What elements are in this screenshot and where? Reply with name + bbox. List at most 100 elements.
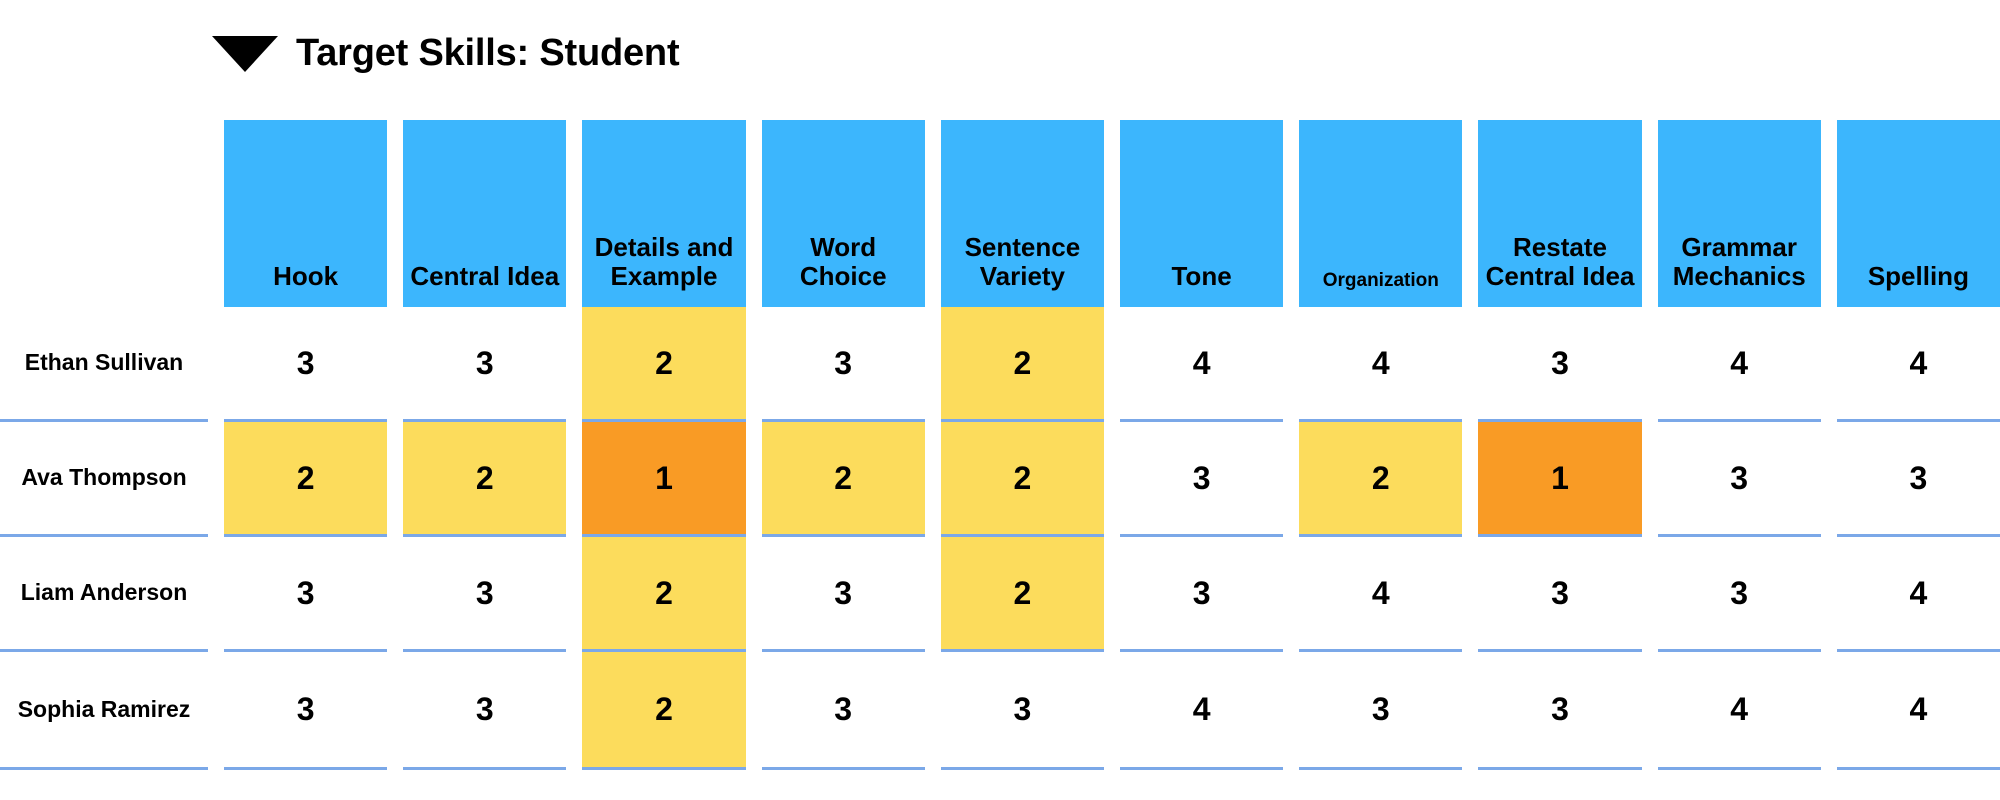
score-value: 3 [1909, 459, 1928, 496]
score-value: 3 [296, 574, 315, 611]
score-cell[interactable]: 3 [1478, 307, 1642, 422]
score-value: 2 [834, 459, 853, 496]
student-name-label: Liam Anderson [20, 579, 188, 606]
student-name-label: Sophia Ramirez [17, 695, 191, 722]
score-value: 4 [1371, 574, 1390, 611]
score-cell[interactable]: 3 [1657, 537, 1821, 652]
score-value: 4 [1371, 344, 1390, 381]
score-cell[interactable]: 3 [224, 652, 388, 770]
score-cell[interactable]: 4 [1836, 307, 2000, 422]
student-name-cell[interactable]: Liam Anderson [0, 537, 208, 652]
score-cell[interactable]: 2 [940, 537, 1104, 652]
score-value: 2 [655, 344, 673, 381]
column-header-sentence-variety[interactable]: Sentence Variety [940, 120, 1104, 307]
score-value: 3 [1730, 459, 1749, 496]
score-cell[interactable]: 2 [761, 422, 925, 537]
score-cell[interactable]: 2 [940, 307, 1104, 422]
score-value: 2 [296, 459, 315, 496]
column-header-restate-central-idea[interactable]: Restate Central Idea [1478, 120, 1642, 307]
score-cell[interactable]: 2 [1299, 422, 1463, 537]
score-cell[interactable]: 1 [582, 422, 746, 537]
column-header-label: Details and Example [594, 231, 734, 291]
column-header-label: Grammar Mechanics [1672, 231, 1806, 291]
column-header-details-and-example[interactable]: Details and Example [582, 120, 746, 307]
score-cell[interactable]: 3 [1119, 537, 1284, 652]
caret-down-icon[interactable] [212, 35, 278, 72]
score-cell[interactable]: 3 [761, 307, 925, 422]
score-cell[interactable]: 3 [403, 537, 567, 652]
score-cell[interactable]: 3 [403, 307, 567, 422]
score-cell[interactable]: 3 [224, 537, 388, 652]
score-value: 4 [1730, 344, 1749, 381]
score-cell[interactable]: 2 [582, 307, 746, 422]
score-value: 3 [1192, 574, 1211, 611]
score-cell[interactable]: 4 [1119, 652, 1284, 770]
score-cell[interactable]: 3 [1478, 537, 1642, 652]
student-name-cell[interactable]: Ethan Sullivan [0, 307, 208, 422]
score-cell[interactable]: 2 [403, 422, 567, 537]
student-name-label: Ava Thompson [21, 464, 187, 491]
score-value: 4 [1909, 691, 1928, 727]
score-value: 3 [475, 691, 494, 727]
score-value: 3 [834, 344, 853, 381]
score-cell[interactable]: 2 [582, 652, 746, 770]
score-cell[interactable]: 3 [1478, 652, 1642, 770]
column-header-label: Sentence Variety [964, 231, 1081, 291]
column-header-label: Tone [1171, 260, 1232, 291]
column-header-organization[interactable]: Organization [1299, 120, 1463, 307]
score-cell[interactable]: 4 [1836, 652, 2000, 770]
score-value: 3 [1013, 691, 1032, 727]
score-cell[interactable]: 4 [1299, 537, 1463, 652]
column-header-label: Word Choice [799, 231, 887, 291]
score-cell[interactable]: 3 [1119, 422, 1284, 537]
column-header-label: Organization [1322, 269, 1439, 291]
section-header: Target Skills: Student [212, 32, 680, 75]
score-cell[interactable]: 4 [1657, 652, 1821, 770]
student-name-cell[interactable]: Sophia Ramirez [0, 652, 208, 770]
score-cell[interactable]: 3 [761, 537, 925, 652]
score-cell[interactable]: 4 [1836, 537, 2000, 652]
score-value: 2 [1371, 459, 1390, 496]
score-value: 3 [296, 691, 315, 727]
column-header-label: Hook [273, 260, 339, 291]
score-value: 2 [1013, 344, 1032, 381]
score-value: 3 [1730, 574, 1749, 611]
score-value: 2 [655, 574, 673, 611]
score-cell[interactable]: 2 [224, 422, 388, 537]
column-header-central-idea[interactable]: Central Idea [403, 120, 567, 307]
column-header-spelling[interactable]: Spelling [1836, 120, 2000, 307]
score-value: 3 [834, 691, 853, 727]
score-cell[interactable]: 1 [1478, 422, 1642, 537]
score-value: 4 [1909, 574, 1928, 611]
score-cell[interactable]: 4 [1657, 307, 1821, 422]
score-cell[interactable]: 4 [1299, 307, 1463, 422]
score-cell[interactable]: 2 [940, 422, 1104, 537]
score-cell[interactable]: 3 [224, 307, 388, 422]
column-header-tone[interactable]: Tone [1119, 120, 1284, 307]
score-value: 4 [1192, 691, 1211, 727]
score-cell[interactable]: 3 [1299, 652, 1463, 770]
score-cell[interactable]: 4 [1119, 307, 1284, 422]
score-cell[interactable]: 3 [940, 652, 1104, 770]
score-value: 4 [1192, 344, 1211, 381]
score-value: 3 [1551, 344, 1569, 381]
score-value: 3 [1551, 574, 1569, 611]
score-cell[interactable]: 2 [582, 537, 746, 652]
column-header-grammar-mechanics[interactable]: Grammar Mechanics [1657, 120, 1821, 307]
table-corner-spacer [0, 120, 208, 307]
score-cell[interactable]: 3 [1657, 422, 1821, 537]
column-header-word-choice[interactable]: Word Choice [761, 120, 925, 307]
column-header-label: Central Idea [410, 260, 560, 291]
column-header-label: Restate Central Idea [1485, 231, 1635, 291]
column-header-hook[interactable]: Hook [224, 120, 388, 307]
score-value: 2 [1013, 459, 1032, 496]
skills-table: Hook Central Idea Details and Example Word … [0, 120, 2000, 770]
score-cell[interactable]: 3 [761, 652, 925, 770]
score-cell[interactable]: 3 [1836, 422, 2000, 537]
student-name-cell[interactable]: Ava Thompson [0, 422, 208, 537]
score-cell[interactable]: 3 [403, 652, 567, 770]
column-header-label: Spelling [1867, 260, 1969, 291]
student-name-label: Ethan Sullivan [24, 349, 184, 376]
score-value: 3 [834, 574, 853, 611]
